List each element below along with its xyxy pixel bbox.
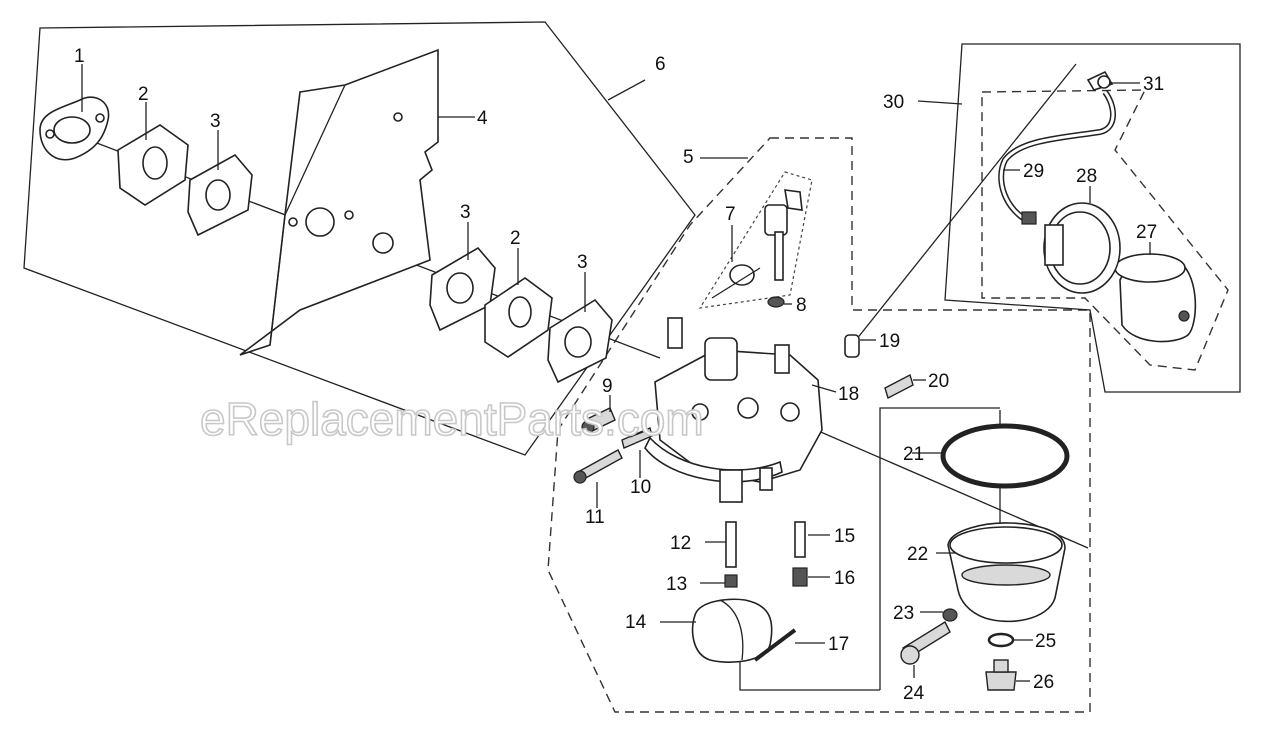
- label-3b: 3: [460, 202, 471, 223]
- leader-lines: [81, 64, 1151, 682]
- label-29: 29: [1023, 161, 1044, 182]
- label-30: 30: [883, 92, 904, 113]
- label-9: 9: [602, 376, 613, 397]
- part-25-o-ring: [987, 632, 1015, 648]
- part-3b-gasket: [429, 246, 496, 332]
- part-23-washer: [942, 608, 958, 622]
- label-21: 21: [903, 444, 924, 465]
- label-27: 27: [1136, 222, 1157, 243]
- group-14-17-bracket: [739, 660, 880, 691]
- part-11-bolt: [573, 449, 623, 484]
- part-8-washer: [767, 296, 785, 308]
- part-18-carburetor-body: [644, 317, 823, 503]
- label-1: 1: [74, 46, 85, 67]
- part-12-jet-tube: [725, 521, 737, 568]
- label-6: 6: [655, 54, 666, 75]
- part-24-drain-bolt: [900, 621, 951, 665]
- label-14: 14: [625, 612, 647, 633]
- part-2a-spacer: [117, 124, 189, 206]
- label-26: 26: [1033, 672, 1054, 693]
- part-19-fitting: [844, 334, 860, 358]
- watermark: eReplacementParts.com: [200, 393, 704, 445]
- part-number-labels: 1 2 3 4 6 3 2 3 5 7 8 9 10 11 12 13 14 1…: [74, 46, 1164, 704]
- part-15-pilot-screw: [794, 521, 806, 558]
- label-11: 11: [585, 507, 605, 528]
- label-25: 25: [1035, 631, 1056, 652]
- label-28: 28: [1076, 166, 1097, 187]
- label-13: 13: [666, 574, 687, 595]
- label-18: 18: [838, 384, 859, 405]
- label-22: 22: [907, 544, 928, 565]
- label-12: 12: [670, 533, 691, 554]
- label-3a: 3: [210, 111, 221, 132]
- group-7-dotted: [698, 171, 813, 309]
- label-4: 4: [477, 108, 488, 129]
- label-15: 15: [834, 526, 855, 547]
- label-7: 7: [725, 204, 736, 225]
- part-3a-gasket: [187, 153, 253, 237]
- part-9-screw: [581, 407, 616, 434]
- label-19: 19: [879, 331, 900, 352]
- part-31-clip: [1086, 70, 1114, 91]
- part-10-spring-screw: [621, 427, 653, 449]
- label-2b: 2: [510, 228, 521, 249]
- part-2b-spacer: [484, 277, 553, 358]
- part-20-screw: [884, 373, 914, 400]
- label-2a: 2: [138, 84, 149, 105]
- part-22-float-bowl: [947, 522, 1066, 623]
- label-20: 20: [928, 371, 949, 392]
- part-3c-gasket: [547, 298, 613, 384]
- part-7-choke-assembly: [711, 189, 803, 299]
- label-24: 24: [903, 683, 925, 704]
- part-29-fuel-line: [998, 90, 1116, 225]
- part-21-o-ring: [940, 423, 1070, 489]
- group-27-28-dashed: [981, 89, 1229, 371]
- group-5-outline: [547, 137, 1091, 713]
- part-1-gasket: [39, 96, 110, 161]
- group-30-outline: [944, 43, 1241, 393]
- part-26-bolt: [985, 659, 1017, 691]
- label-31: 31: [1143, 74, 1164, 95]
- axis-line-19: [855, 63, 1077, 341]
- part-27-primer-bulb: [1114, 253, 1197, 343]
- label-23: 23: [893, 603, 914, 624]
- part-4-heat-shield: [239, 48, 439, 356]
- part-16-spring: [792, 567, 808, 587]
- label-17: 17: [828, 634, 849, 655]
- label-3c: 3: [577, 252, 588, 273]
- label-5: 5: [683, 147, 694, 168]
- part-17-float-pin: [753, 628, 797, 662]
- label-8: 8: [796, 295, 807, 316]
- group-21-22-outline: [879, 407, 1000, 690]
- label-10: 10: [630, 477, 651, 498]
- part-14-float: [691, 598, 773, 663]
- part-13-main-jet: [724, 574, 738, 588]
- label-16: 16: [834, 568, 855, 589]
- part-28-primer-housing: [1043, 202, 1121, 294]
